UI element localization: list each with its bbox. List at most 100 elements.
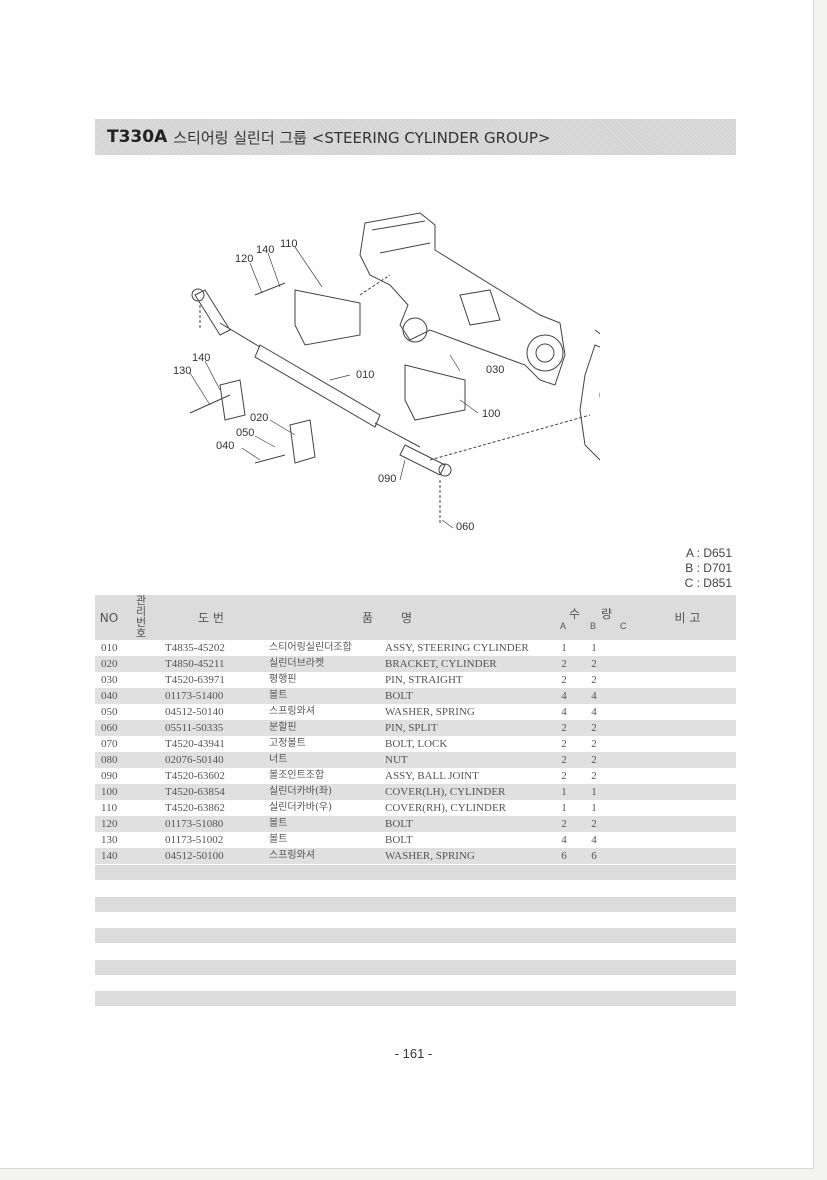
qty-a-cell: 1 <box>549 784 579 800</box>
qty-b-cell: 4 <box>579 688 609 704</box>
part-no-cell: 020 <box>95 656 159 672</box>
korean-name-cell: 스프링와셔 <box>263 848 379 864</box>
cylinder-cover-rh <box>294 289 361 346</box>
qty-a-cell: 2 <box>561 674 567 686</box>
qty-a-cell: 2 <box>561 738 567 750</box>
korean-name-cell: 스프링와셔 <box>269 706 315 717</box>
korean-name-cell: 고정볼트 <box>269 738 306 749</box>
remarks-cell <box>639 816 736 832</box>
axle-flange-cover <box>579 344 600 461</box>
bolt-120 <box>254 282 286 296</box>
korean-name-cell: 너트 <box>263 752 379 768</box>
callout-label: 020 <box>250 412 268 424</box>
section-code: T330A <box>107 127 168 147</box>
part-no-cell: 010 <box>101 642 118 654</box>
exploded-parts-diagram: 140 110 120 070 080 140 130 010 030 100 … <box>173 212 600 533</box>
model-code-a: A : D651 <box>685 546 732 560</box>
callout-label: 050 <box>236 427 254 439</box>
col-qty: 수 량 A B C <box>549 595 639 640</box>
remarks-cell <box>639 720 736 736</box>
qty-b-cell: 4 <box>591 706 597 718</box>
drawing-no-cell: 02076-50140 <box>159 752 263 768</box>
callout-label: 130 <box>173 365 191 377</box>
korean-name-cell: 실린더카바(우) <box>269 802 333 813</box>
axle-housing <box>359 212 566 386</box>
qty-a-cell: 2 <box>549 720 579 736</box>
remarks-cell <box>639 768 736 784</box>
qty-c-cell <box>609 720 639 736</box>
drawing-no-cell: 05511-50335 <box>159 720 263 736</box>
part-no-cell: 040 <box>95 688 159 704</box>
qty-c-cell <box>609 848 639 864</box>
english-name-cell: NUT <box>379 752 549 768</box>
qty-b-cell: 1 <box>591 802 597 814</box>
col-part: 품 <box>263 595 379 640</box>
korean-name-cell: 실린더브라켓 <box>263 656 379 672</box>
part-no-cell: 120 <box>95 816 159 832</box>
qty-b-cell: 1 <box>579 784 609 800</box>
english-name-cell: BOLT <box>379 688 549 704</box>
empty-row-band <box>95 960 736 975</box>
col-no: NO <box>95 595 123 640</box>
callout-label: 090 <box>378 473 396 485</box>
english-name-cell: WASHER, SPRING <box>385 706 475 718</box>
english-name-cell: BOLT, LOCK <box>385 738 448 750</box>
table-header-row: NO 관리번호 도 번 품 명 수 량 A B C 비 고 <box>95 595 736 640</box>
drawing-no-cell: 01173-51002 <box>165 834 224 846</box>
qty-c-cell <box>609 656 639 672</box>
qty-a-cell: 2 <box>561 770 567 782</box>
section-title-bar: T330A 스티어링 실린더 그룹 <STEERING CYLINDER GRO… <box>95 119 736 155</box>
qty-c-cell <box>609 704 639 720</box>
english-name-cell: BOLT <box>385 834 413 846</box>
remarks-cell <box>639 640 736 656</box>
part-no-cell: 030 <box>101 674 118 686</box>
english-name-cell: BRACKET, CYLINDER <box>379 656 549 672</box>
qty-b-cell: 2 <box>579 656 609 672</box>
callout-label: 140 <box>256 244 274 256</box>
qty-b-cell: 4 <box>591 834 597 846</box>
qty-a-cell: 2 <box>549 816 579 832</box>
qty-a-cell: 6 <box>549 848 579 864</box>
callout-label: 140 <box>192 352 210 364</box>
english-name-cell: COVER(LH), CYLINDER <box>379 784 549 800</box>
callout-label: 060 <box>456 521 474 533</box>
drawing-no-cell: 04512-50100 <box>159 848 263 864</box>
qty-b-cell: 2 <box>579 752 609 768</box>
qty-c-cell <box>609 688 639 704</box>
drawing-no-cell: T4835-45202 <box>165 642 225 654</box>
drawing-no-cell: 04512-50140 <box>165 706 224 718</box>
drawing-no-cell: 01173-51400 <box>159 688 263 704</box>
english-name-cell: WASHER, SPRING <box>379 848 549 864</box>
part-no-cell: 140 <box>95 848 159 864</box>
qty-c-cell <box>609 784 639 800</box>
empty-row-band <box>95 897 736 912</box>
korean-name-cell: 실린더카바(좌) <box>263 784 379 800</box>
qty-c-cell <box>609 800 639 816</box>
ball-joint-left <box>194 289 231 336</box>
drawing-no-cell: T4850-45211 <box>159 656 263 672</box>
remarks-cell <box>639 704 736 720</box>
empty-row-band <box>95 865 736 880</box>
callout-label: 110 <box>280 238 298 250</box>
part-no-cell: 050 <box>101 706 118 718</box>
korean-name-cell: 볼조인트조합 <box>269 770 325 781</box>
qty-a-cell: 1 <box>561 642 567 654</box>
english-name-cell: ASSY, STEERING CYLINDER <box>385 642 529 654</box>
cylinder-bracket-left <box>219 379 246 421</box>
empty-row-band <box>95 928 736 943</box>
remarks-cell <box>639 688 736 704</box>
model-code-b: B : D701 <box>685 561 732 575</box>
english-name-cell: ASSY, BALL JOINT <box>385 770 479 782</box>
